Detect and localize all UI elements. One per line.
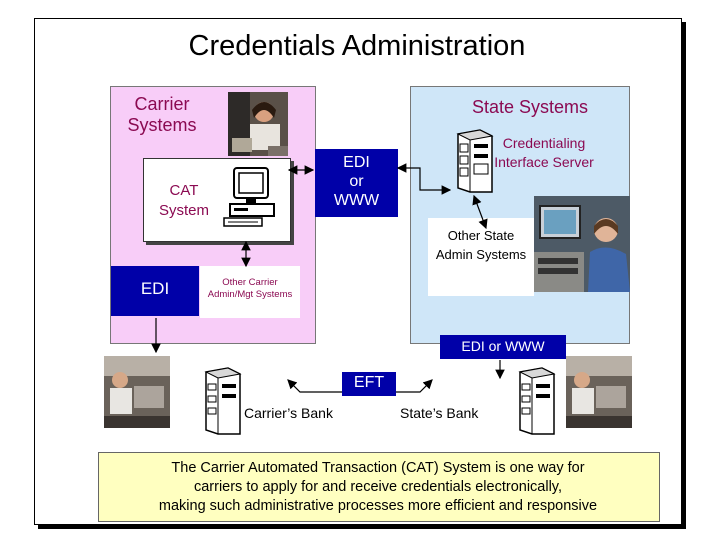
- center-line-2: or: [349, 173, 364, 190]
- eft-label: EFT: [353, 374, 385, 391]
- credentialing-interface-server-label: Credentialing Interface Server: [494, 135, 594, 170]
- carrier-office-photo: [228, 92, 288, 156]
- carrier-bank-label: Carrier’s Bank: [244, 405, 333, 421]
- carrier-bank-server-icon: [198, 366, 244, 436]
- carrier-systems-title: Carrier Systems: [127, 94, 197, 135]
- server-to-other-state-arrow: [472, 194, 488, 230]
- state-systems-title: State Systems: [471, 97, 589, 117]
- state-bank-label: State’s Bank: [400, 405, 479, 421]
- other-state-admin-label: Other State Admin Systems: [435, 228, 527, 262]
- cat-system-label: CAT System: [158, 182, 209, 219]
- desktop-computer-icon: [222, 166, 278, 232]
- caption-line-3: making such administrative processes mor…: [158, 498, 598, 514]
- carrier-staff-photo: [104, 356, 170, 428]
- state-edi-www-label: EDI or WWW: [461, 338, 545, 354]
- caption-box: [98, 452, 660, 522]
- page-title: Credentials Administration: [188, 30, 526, 62]
- edi-or-www-center-label: EDI or WWW: [315, 153, 398, 210]
- state-operator-photo: [534, 196, 630, 292]
- eft-box: [342, 372, 396, 396]
- other-state-admin-box: [428, 218, 534, 296]
- state-staff-photo: [566, 356, 632, 428]
- state-edi-www-box: [440, 335, 566, 359]
- caption-text: The Carrier Automated Transaction (CAT) …: [98, 459, 658, 516]
- server-tower-icon: [452, 128, 494, 194]
- center-line-3: WWW: [333, 192, 380, 209]
- state-bank-server-icon: [512, 366, 558, 436]
- center-to-server-arrow: [396, 163, 452, 195]
- caption-line-2: carriers to apply for and receive creden…: [193, 479, 563, 495]
- caption-line-1: The Carrier Automated Transaction (CAT) …: [171, 460, 585, 476]
- other-carrier-systems-label: Other Carrier Admin/Mgt Systems: [207, 277, 293, 300]
- edi-or-www-center-box: [315, 149, 398, 217]
- other-carrier-systems-box: [200, 266, 300, 318]
- carrier-edi-label: EDI: [140, 279, 170, 298]
- carrier-edi-box: [111, 266, 199, 316]
- center-line-1: EDI: [343, 154, 370, 171]
